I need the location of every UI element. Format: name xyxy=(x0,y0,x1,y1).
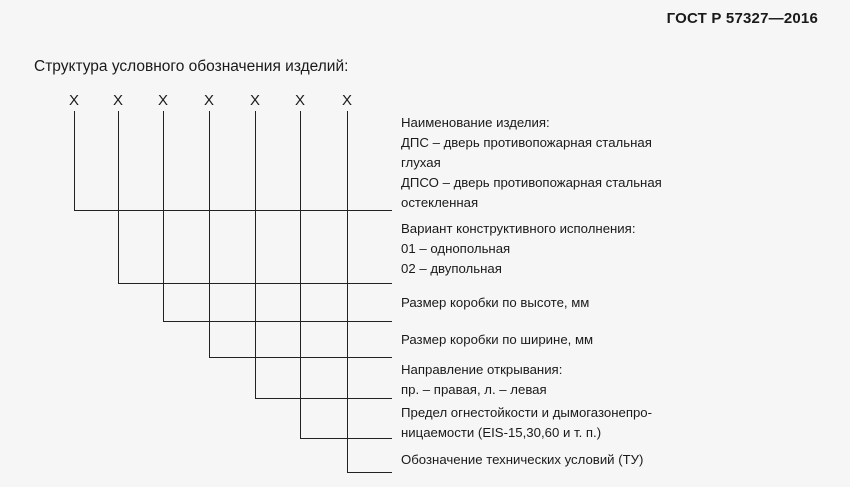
description-line: Размер коробки по высоте, мм xyxy=(401,295,590,310)
field-description-7: Обозначение технических условий (ТУ) xyxy=(401,450,643,470)
leader-vertical-5 xyxy=(255,111,256,398)
position-mark-5: X xyxy=(249,92,260,109)
position-mark-4: X xyxy=(203,92,214,109)
leader-vertical-4 xyxy=(209,111,210,357)
description-line: 01 – однопольная xyxy=(401,241,511,256)
field-description-3: Размер коробки по высоте, мм xyxy=(401,293,589,313)
leader-horizontal-6 xyxy=(300,438,392,439)
description-line: 02 – двупольная xyxy=(401,261,502,276)
leader-vertical-1 xyxy=(74,111,75,210)
description-line: ДПСО – дверь противопожарная стальная xyxy=(401,175,662,190)
description-line: Вариант конструктивного исполнения: xyxy=(401,221,636,236)
description-line: глухая xyxy=(401,155,441,170)
field-description-1: Наименование изделия: ДПС – дверь противо… xyxy=(401,113,662,213)
field-description-5: Направление открывания: пр. – правая, л. … xyxy=(401,360,562,400)
position-mark-6: X xyxy=(294,92,305,109)
leader-vertical-7 xyxy=(347,111,348,472)
description-line: Направление открывания: xyxy=(401,362,563,377)
position-mark-3: X xyxy=(157,92,168,109)
leader-vertical-2 xyxy=(118,111,119,283)
field-description-2: Вариант конструктивного исполнения: 01 – … xyxy=(401,219,635,279)
description-line: ДПС – дверь противопожарная стальная xyxy=(401,135,652,150)
description-line: остекленная xyxy=(401,195,479,210)
position-mark-2: X xyxy=(112,92,123,109)
structure-caption: Структура условного обозначения изделий: xyxy=(34,58,349,75)
leader-horizontal-1 xyxy=(74,210,392,211)
field-description-4: Размер коробки по ширине, мм xyxy=(401,330,593,350)
standard-number: ГОСТ Р 57327—2016 xyxy=(666,10,818,27)
description-line: Предел огнестойкости и дымогазонепро- xyxy=(401,405,653,420)
field-description-6: Предел огнестойкости и дымогазонепро-ниц… xyxy=(401,403,652,443)
description-line: Обозначение технических условий (ТУ) xyxy=(401,452,644,467)
description-line: Наименование изделия: xyxy=(401,115,550,130)
leader-vertical-3 xyxy=(163,111,164,321)
description-line: ницаемости (EIS-15,30,60 и т. п.) xyxy=(401,425,602,440)
description-line: пр. – правая, л. – левая xyxy=(401,382,547,397)
leader-horizontal-3 xyxy=(163,321,392,322)
leader-vertical-6 xyxy=(300,111,301,438)
leader-horizontal-7 xyxy=(347,472,392,473)
description-line: Размер коробки по ширине, мм xyxy=(401,332,594,347)
leader-horizontal-5 xyxy=(255,398,392,399)
position-mark-1: X xyxy=(68,92,79,109)
position-mark-7: X xyxy=(341,92,352,109)
